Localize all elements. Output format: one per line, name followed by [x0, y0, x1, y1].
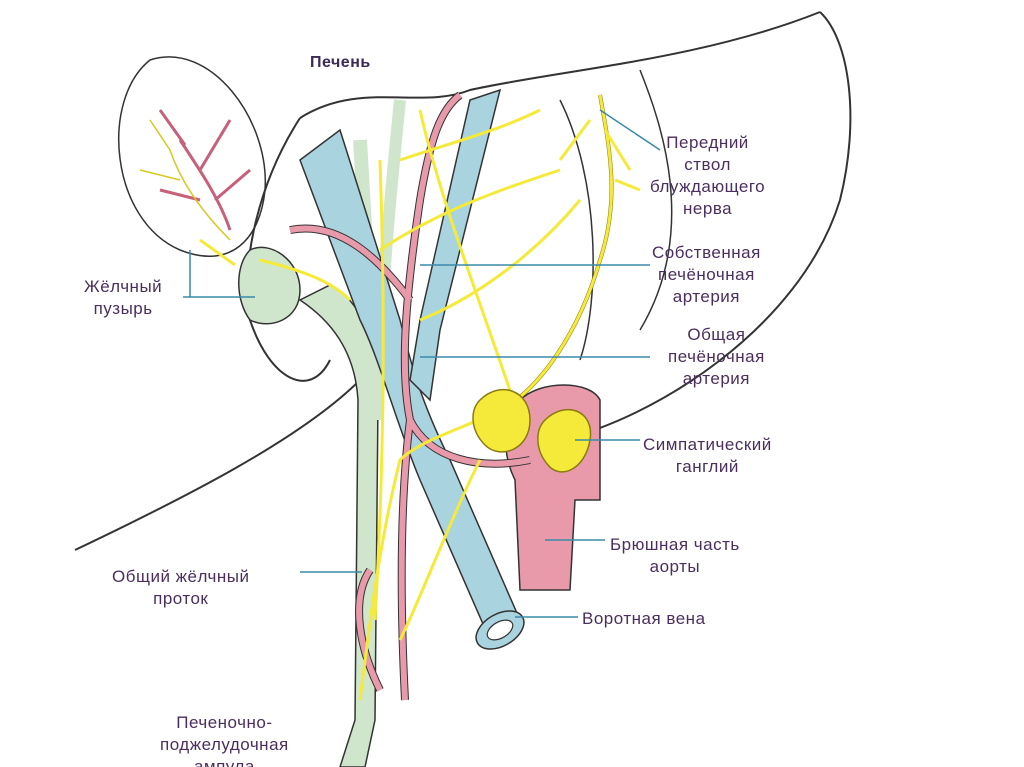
label-line: печёночная: [668, 347, 765, 366]
label-line: нерва: [683, 199, 733, 218]
common-hepatic-artery-label: Общая печёночная артерия: [668, 324, 765, 390]
portal-vein: [299, 128, 521, 642]
nerve-outlines: [499, 94, 614, 412]
label-line: Общая: [687, 325, 746, 344]
sympathetic-ganglion-label: Симпатический ганглий: [643, 434, 772, 478]
label-line: ампула: [193, 757, 255, 767]
lobe-artery-branches: [158, 109, 251, 231]
label-line: Печеночно-: [176, 713, 273, 732]
sympathetic-ganglion-right: [537, 409, 592, 473]
label-line: артерия: [682, 369, 751, 388]
label-line: проток: [153, 589, 209, 608]
label-line: Жёлчный: [84, 277, 163, 296]
portal-vein-label: Воротная вена: [582, 608, 706, 630]
liver-lower-outline: [559, 11, 852, 441]
hepatopancreatic-ampulla-label: Печеночно- поджелудочная ампула: [160, 712, 289, 767]
liver-outline: [299, 11, 821, 119]
label-line: Брюшная часть: [610, 535, 740, 554]
label-line: артерия: [672, 287, 741, 306]
liver-label: Печень: [310, 54, 371, 71]
label-line: пузырь: [93, 299, 153, 318]
nerves: [199, 94, 641, 701]
label-line: печёночная: [658, 265, 755, 284]
label-line: блуждающего: [650, 177, 766, 196]
gallbladder-label: Жёлчный пузырь: [84, 276, 162, 320]
label-line: ствол: [684, 155, 731, 174]
label-line: Общий жёлчный: [112, 567, 250, 586]
vagus-trunk-label: Передний ствол блуждающего нерва: [650, 132, 765, 220]
sympathetic-ganglion-left: [472, 389, 531, 453]
leader-lines: [183, 109, 661, 618]
label-line: Воротная вена: [582, 609, 706, 628]
label-line: Передний: [666, 133, 749, 152]
common-bile-duct-label: Общий жёлчный проток: [112, 566, 250, 610]
gallbladder: [238, 246, 301, 325]
label-line: Симпатический: [643, 435, 772, 454]
label-line: поджелудочная: [160, 735, 289, 754]
abdominal-aorta-label: Брюшная часть аорты: [610, 534, 740, 578]
gallbladder-lobe-outline: [118, 56, 266, 257]
label-line: ганглий: [675, 457, 739, 476]
label-line: аорты: [649, 557, 701, 576]
label-line: Собственная: [652, 243, 761, 262]
proper-hepatic-artery-label: Собственная печёночная артерия: [652, 242, 761, 308]
